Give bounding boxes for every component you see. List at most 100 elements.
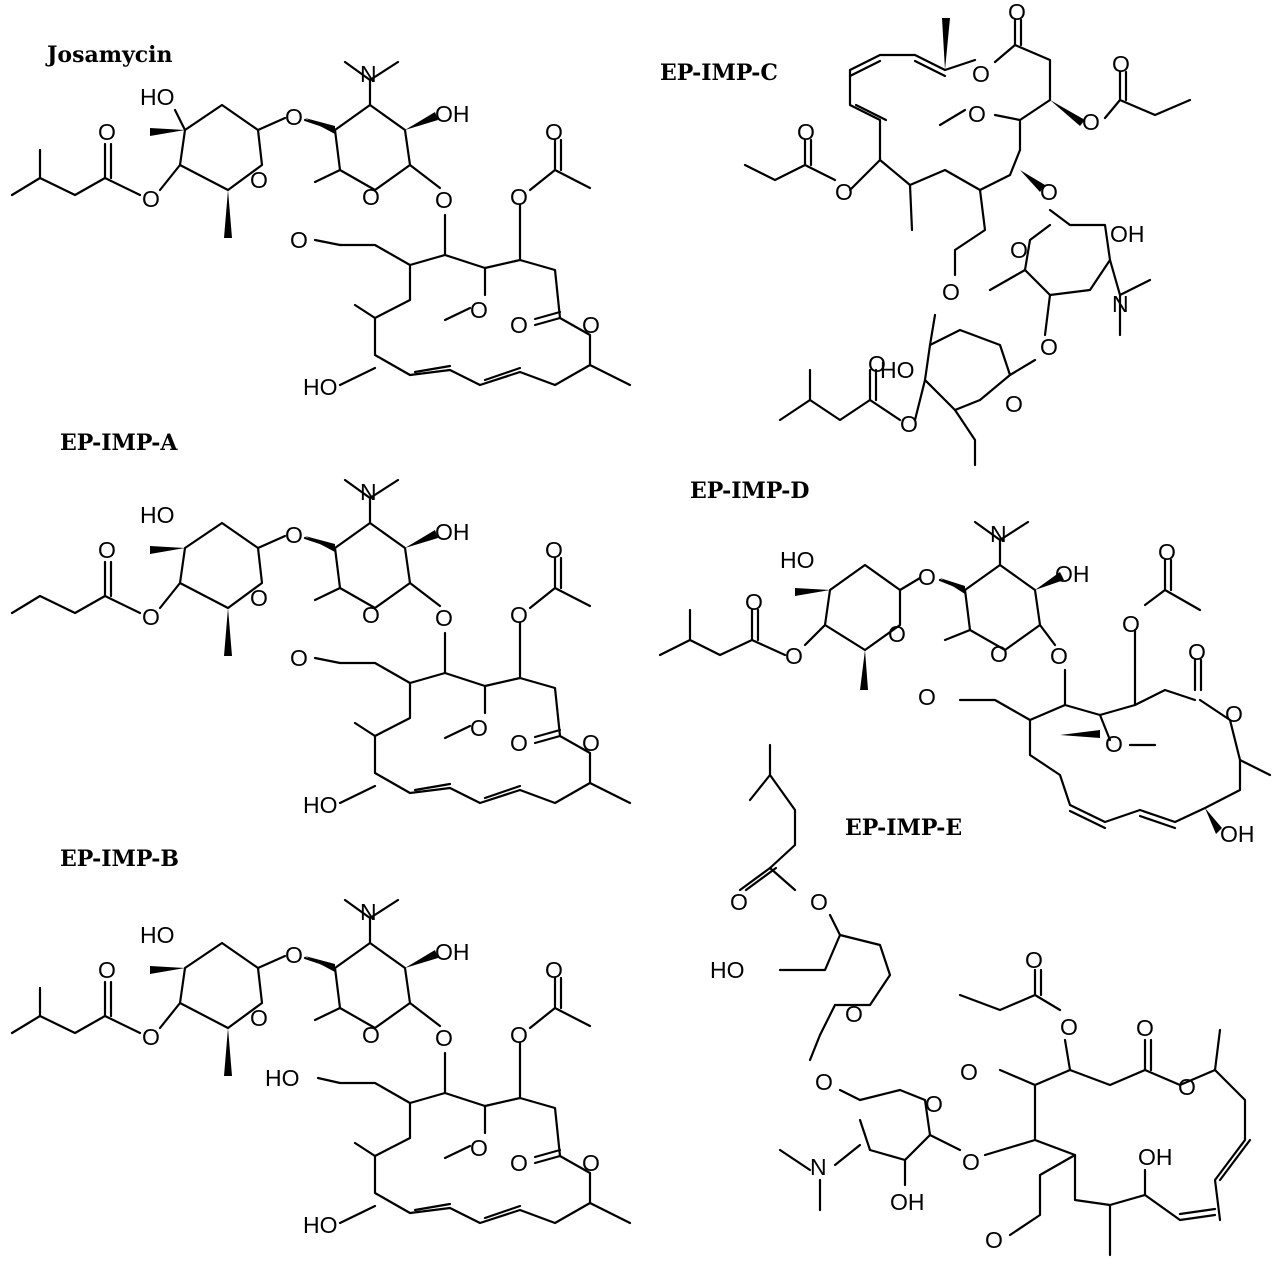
- atom-ho: HO: [140, 84, 175, 110]
- atom-o: O: [797, 119, 815, 145]
- atom-n: N: [810, 1154, 827, 1180]
- atom-o: O: [510, 184, 528, 210]
- atom-o: O: [1040, 334, 1058, 360]
- atom-oh: OH: [1110, 221, 1145, 247]
- atom-o: O: [1178, 1074, 1196, 1100]
- atom-o: O: [98, 957, 116, 983]
- atom-o: O: [1040, 179, 1058, 205]
- atom-o: O: [1105, 731, 1123, 757]
- atom-o: O: [545, 119, 563, 145]
- atom-o: O: [285, 522, 303, 548]
- atom-ho: HO: [265, 1065, 300, 1091]
- atom-o: O: [285, 942, 303, 968]
- atom-o: O: [582, 1150, 600, 1176]
- title-ep-imp-b: EP-IMP-B: [60, 846, 179, 872]
- atom-ho: HO: [880, 357, 915, 383]
- atom-oh: OH: [435, 939, 470, 965]
- atom-o: O: [815, 1069, 833, 1095]
- atom-o: O: [510, 1022, 528, 1048]
- atom-o: O: [888, 621, 906, 647]
- atom-o: O: [1122, 611, 1140, 637]
- atom-oh: OH: [1055, 561, 1090, 587]
- structure-ep-imp-b: O O HO O O N OH O O O O O O O HO HO: [10, 898, 632, 1238]
- atom-o: O: [1008, 0, 1026, 25]
- atom-o: O: [1188, 639, 1206, 665]
- atom-o: O: [968, 101, 986, 127]
- atom-o: O: [1050, 643, 1068, 669]
- atom-o: O: [510, 312, 528, 338]
- atom-o: O: [962, 1149, 980, 1175]
- title-ep-imp-c: EP-IMP-C: [660, 60, 778, 86]
- atom-o: O: [362, 602, 380, 628]
- atom-o: O: [250, 167, 268, 193]
- atom-o: O: [810, 889, 828, 915]
- atom-n: N: [1112, 291, 1129, 317]
- atom-o: O: [845, 1001, 863, 1027]
- atom-o: O: [868, 351, 886, 377]
- atom-o: O: [470, 1135, 488, 1161]
- structure-ep-imp-d: O O HO O O N OH O O O O O O O O OH: [658, 520, 1272, 847]
- atom-o: O: [1225, 701, 1243, 727]
- atom-o: O: [582, 312, 600, 338]
- atom-ho: HO: [710, 957, 745, 983]
- atom-o: O: [900, 411, 918, 437]
- atom-o: O: [470, 715, 488, 741]
- structure-ep-imp-a: O O HO O O N OH O O O O O O O O HO: [10, 478, 632, 818]
- atom-ho: HO: [303, 792, 338, 818]
- atom-o: O: [1025, 947, 1043, 973]
- atom-ho: HO: [140, 922, 175, 948]
- atom-o: O: [1158, 539, 1176, 565]
- structure-ep-imp-c: O O O O O O O O O O OH N O O HO O O: [743, 0, 1192, 467]
- atom-o: O: [925, 1091, 943, 1117]
- atom-o: O: [1082, 109, 1100, 135]
- atom-o: O: [1112, 51, 1130, 77]
- atom-o: O: [918, 684, 936, 710]
- atom-ho: HO: [140, 502, 175, 528]
- atom-o: O: [435, 605, 453, 631]
- atom-ho: HO: [303, 1212, 338, 1238]
- atom-n: N: [990, 521, 1007, 547]
- atom-o: O: [745, 589, 763, 615]
- atom-o: O: [582, 730, 600, 756]
- atom-n: N: [360, 61, 377, 87]
- atom-o: O: [250, 585, 268, 611]
- atom-o: O: [1005, 391, 1023, 417]
- atom-o: O: [985, 1227, 1003, 1253]
- atom-o: O: [545, 537, 563, 563]
- structure-josamycin: O O HO O O N OH O O O O O O O: [10, 60, 632, 400]
- atom-o: O: [510, 1150, 528, 1176]
- atom-o: O: [142, 186, 160, 212]
- atom-o: O: [730, 889, 748, 915]
- atom-o: O: [545, 957, 563, 983]
- atom-o: O: [285, 104, 303, 130]
- atom-n: N: [360, 899, 377, 925]
- atom-o: O: [435, 1025, 453, 1051]
- atom-n: N: [360, 479, 377, 505]
- atom-o: O: [98, 119, 116, 145]
- atom-o: O: [510, 602, 528, 628]
- atom-o: O: [1010, 237, 1028, 263]
- atom-oh: OH: [435, 519, 470, 545]
- atom-oh: OH: [1138, 1144, 1173, 1170]
- atom-o: O: [435, 187, 453, 213]
- atom-o: O: [1136, 1015, 1154, 1041]
- structure-ep-imp-e: O O HO O O O N OH O O OH O O O O O: [710, 743, 1252, 1257]
- atom-o: O: [918, 564, 936, 590]
- atom-o: O: [1060, 1014, 1078, 1040]
- atom-o: O: [142, 1024, 160, 1050]
- atom-o: O: [98, 537, 116, 563]
- title-ep-imp-d: EP-IMP-D: [690, 478, 809, 504]
- atom-o: O: [470, 297, 488, 323]
- atom-oh: OH: [890, 1189, 925, 1215]
- atom-oh: OH: [435, 101, 470, 127]
- atom-ho: HO: [780, 547, 815, 573]
- atom-o: O: [362, 1022, 380, 1048]
- atom-oh: OH: [1220, 821, 1255, 847]
- atom-o: O: [990, 641, 1008, 667]
- atom-o: O: [835, 179, 853, 205]
- atom-o: O: [290, 645, 308, 671]
- atom-o: O: [290, 227, 308, 253]
- atom-ho: HO: [303, 374, 338, 400]
- atom-o: O: [362, 184, 380, 210]
